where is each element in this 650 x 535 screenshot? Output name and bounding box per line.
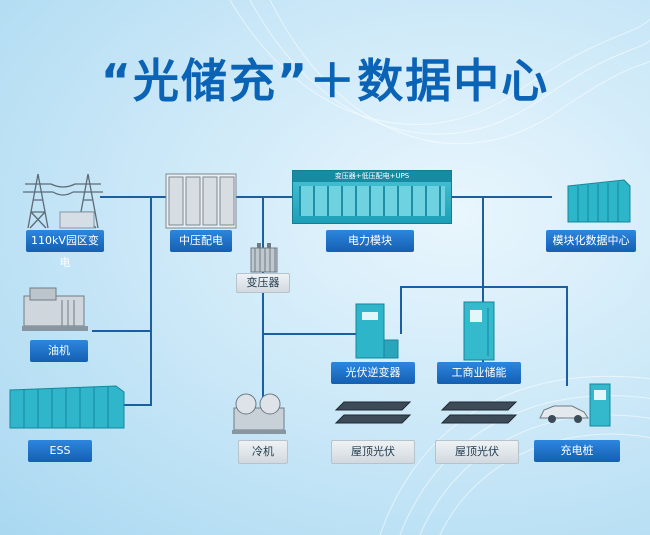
ev-charger-icon — [589, 383, 611, 427]
ess-container-icon — [9, 385, 125, 429]
label-power-module: 电力模块 — [326, 230, 414, 252]
label-charger: 充电桩 — [534, 440, 620, 462]
solar-panel-icon — [334, 401, 412, 424]
pv-inverter-icon — [355, 303, 399, 359]
power-module-container: 变压器+低压配电+UPS — [292, 170, 452, 224]
power-module-header: 变压器+低压配电+UPS — [293, 171, 451, 182]
power-module-panels — [299, 186, 445, 216]
transformer-icon — [250, 243, 278, 273]
ess-connector — [124, 404, 152, 406]
page-title: “光储充”＋数据中心 — [100, 54, 550, 108]
pv-branch-horizontal — [262, 333, 362, 335]
label-rooftop-pv-2: 屋顶光伏 — [435, 440, 519, 464]
label-transformer: 变压器 — [236, 273, 290, 293]
right-bus-vertical — [482, 196, 484, 366]
right-bus-horizontal — [400, 286, 568, 288]
label-rooftop-pv-1: 屋顶光伏 — [331, 440, 415, 464]
label-substation: 110kV园区变电 — [26, 230, 104, 269]
left-bus-vertical — [150, 196, 152, 406]
pv-tie-vertical — [400, 286, 402, 334]
diesel-generator-icon — [22, 287, 88, 331]
label-mv-switchgear: 中压配电 — [170, 230, 232, 252]
transmission-tower-icon — [23, 173, 103, 229]
label-chiller: 冷机 — [238, 440, 288, 464]
label-pv-inverter: 光伏逆变器 — [331, 362, 415, 384]
chiller-icon — [232, 393, 286, 434]
electric-car-icon — [539, 405, 589, 423]
switchgear-cabinet-icon — [165, 173, 237, 229]
charger-drop — [566, 286, 568, 386]
solar-panel-icon — [440, 401, 518, 424]
label-ci-storage: 工商业储能 — [437, 362, 521, 384]
modular-datacenter-icon — [567, 179, 631, 223]
diesel-connector — [92, 330, 150, 332]
label-diesel: 油机 — [30, 340, 88, 362]
label-modular-datacenter: 模块化数据中心 — [546, 230, 636, 252]
label-ess: ESS — [28, 440, 92, 462]
transformer-drop — [262, 196, 264, 401]
storage-cabinet-icon — [463, 301, 495, 361]
